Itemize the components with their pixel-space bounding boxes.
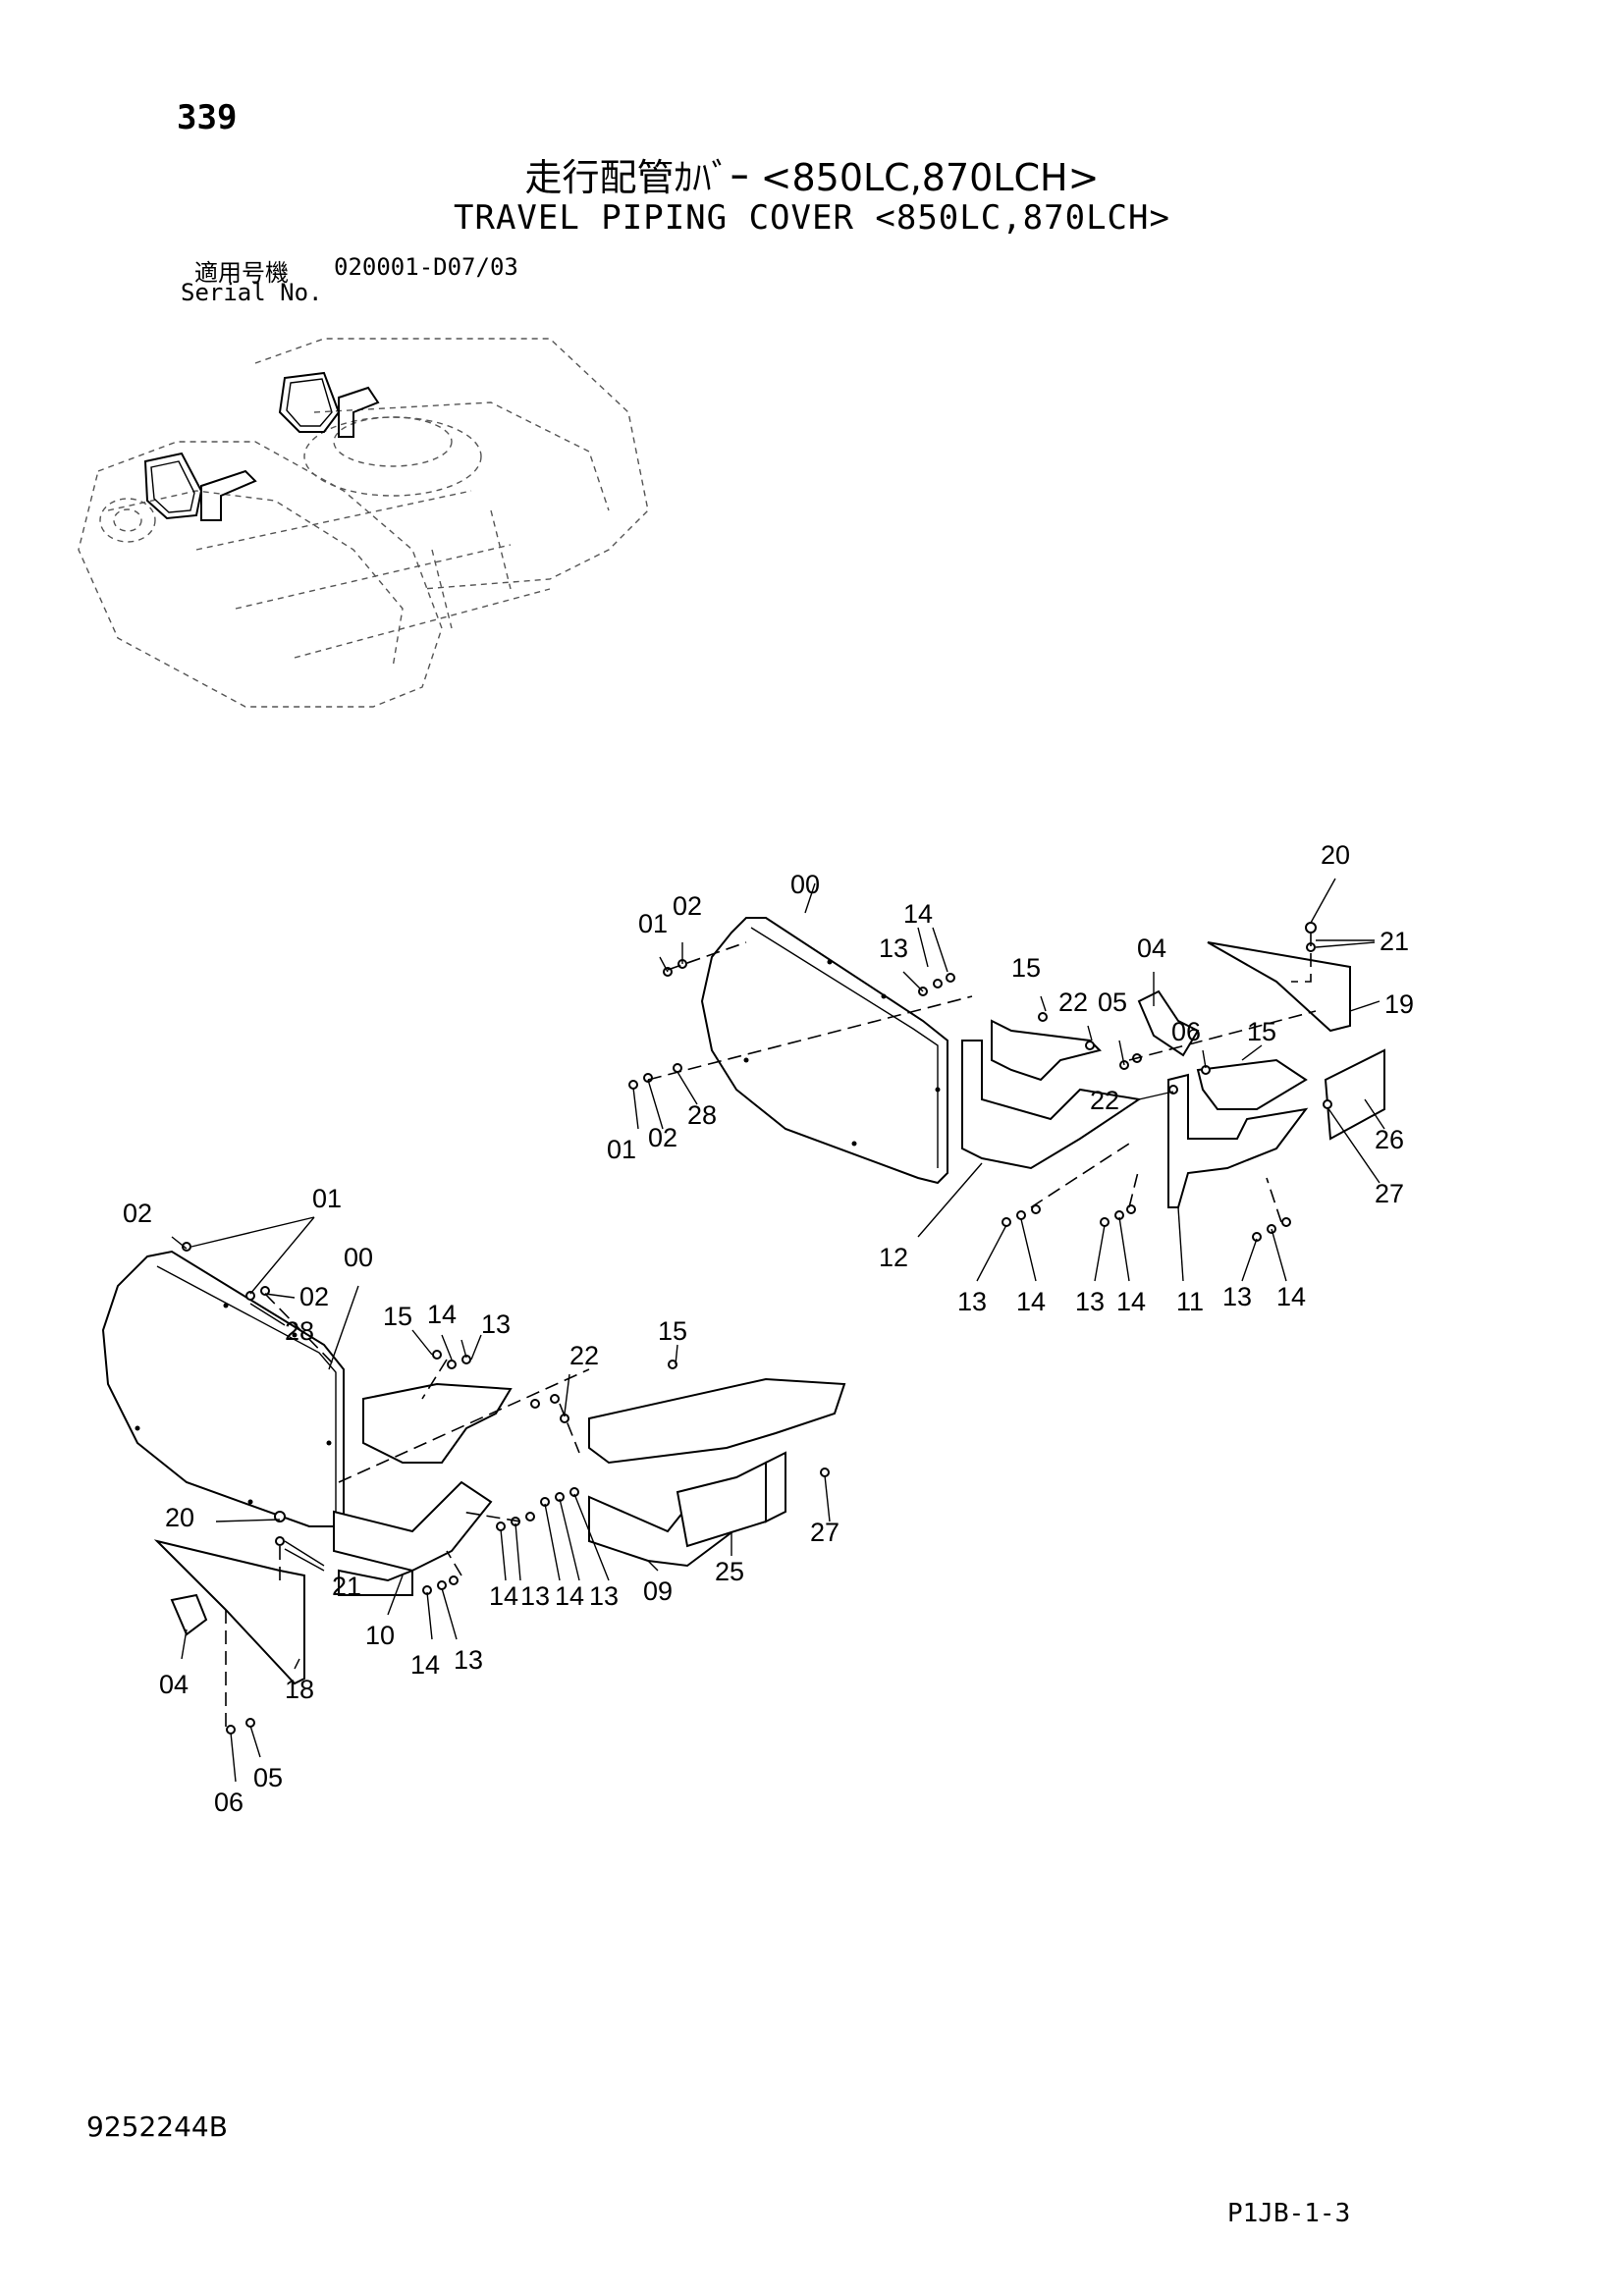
callout-27: 27 [1375, 1179, 1404, 1208]
callout-01: 01 [638, 909, 668, 938]
callouts-left: 02 01 00 02 28 15 14 13 22 15 20 21 04 1… [123, 1184, 839, 1817]
callout-20: 20 [1321, 840, 1350, 870]
callout-20b: 20 [165, 1503, 194, 1532]
callout-22: 22 [1058, 988, 1088, 1017]
callout-05: 05 [1098, 988, 1127, 1017]
callout-25: 25 [715, 1557, 744, 1586]
callout-01c: 01 [312, 1184, 342, 1213]
callout-13f: 13 [454, 1645, 483, 1675]
callout-15: 15 [1011, 953, 1041, 983]
callout-13e: 13 [481, 1309, 511, 1339]
callout-14g: 14 [489, 1581, 518, 1611]
callout-27b: 27 [810, 1518, 839, 1547]
callout-14c: 14 [1116, 1287, 1146, 1316]
page-title-en: TRAVEL PIPING COVER <850LC,870LCH> [454, 198, 1170, 238]
callout-00: 00 [790, 870, 820, 899]
callout-04: 04 [1137, 934, 1166, 963]
callout-22c: 22 [569, 1341, 599, 1370]
page-reference: P1JB-1-3 [1227, 2199, 1351, 2228]
serial-label-jp: 適用号機 [194, 259, 289, 287]
callout-04b: 04 [159, 1670, 189, 1699]
callout-13d: 13 [1222, 1282, 1252, 1311]
callout-12: 12 [879, 1243, 908, 1272]
callout-13g: 13 [520, 1581, 550, 1611]
serial-label-en: Serial No. [181, 279, 323, 306]
callout-21: 21 [1380, 927, 1409, 956]
callout-28: 28 [687, 1100, 717, 1130]
callout-15d: 15 [658, 1316, 687, 1346]
callout-02c: 02 [123, 1199, 152, 1228]
page-number: 339 [177, 98, 238, 137]
callout-28b: 28 [285, 1316, 314, 1346]
callout-26: 26 [1375, 1125, 1404, 1154]
callout-14f: 14 [410, 1650, 440, 1680]
callout-02b: 02 [648, 1123, 677, 1152]
overview-undercarriage-drawing [78, 338, 649, 708]
serial-value: 020001-D07/03 [334, 253, 518, 281]
callout-10: 10 [365, 1621, 395, 1650]
callout-14b: 14 [1016, 1287, 1046, 1316]
callout-09: 09 [643, 1576, 673, 1606]
callout-13: 13 [879, 934, 908, 963]
left-cover-assembly [101, 1216, 846, 1783]
callout-13h: 13 [589, 1581, 619, 1611]
callout-15c: 15 [383, 1302, 412, 1331]
document-code: 9252244B [86, 2110, 228, 2143]
callout-06b: 06 [214, 1788, 244, 1817]
callout-11: 11 [1176, 1287, 1204, 1316]
callout-13b: 13 [957, 1287, 987, 1316]
callout-05b: 05 [253, 1763, 283, 1792]
callout-02: 02 [673, 891, 702, 921]
callout-14: 14 [903, 899, 933, 929]
callout-15b: 15 [1247, 1017, 1276, 1046]
callout-06: 06 [1171, 1017, 1201, 1046]
callout-14d: 14 [1276, 1282, 1306, 1311]
callout-21b: 21 [332, 1572, 361, 1601]
callout-14e: 14 [427, 1300, 457, 1329]
callout-19: 19 [1384, 989, 1414, 1019]
callout-01b: 01 [607, 1135, 636, 1164]
callout-22b: 22 [1090, 1086, 1119, 1115]
callout-13c: 13 [1075, 1287, 1105, 1316]
callout-14h: 14 [555, 1581, 584, 1611]
right-cover-assembly [628, 878, 1385, 1282]
callout-02d: 02 [299, 1282, 329, 1311]
callouts-right: 20 21 19 14 13 15 00 01 02 04 05 06 15 2… [607, 840, 1414, 1316]
callout-18: 18 [285, 1675, 314, 1704]
page-title-jp: 走行配管ｶﾊﾞｰ <850LC,870LCH> [524, 156, 1100, 199]
callout-00b: 00 [344, 1243, 373, 1272]
